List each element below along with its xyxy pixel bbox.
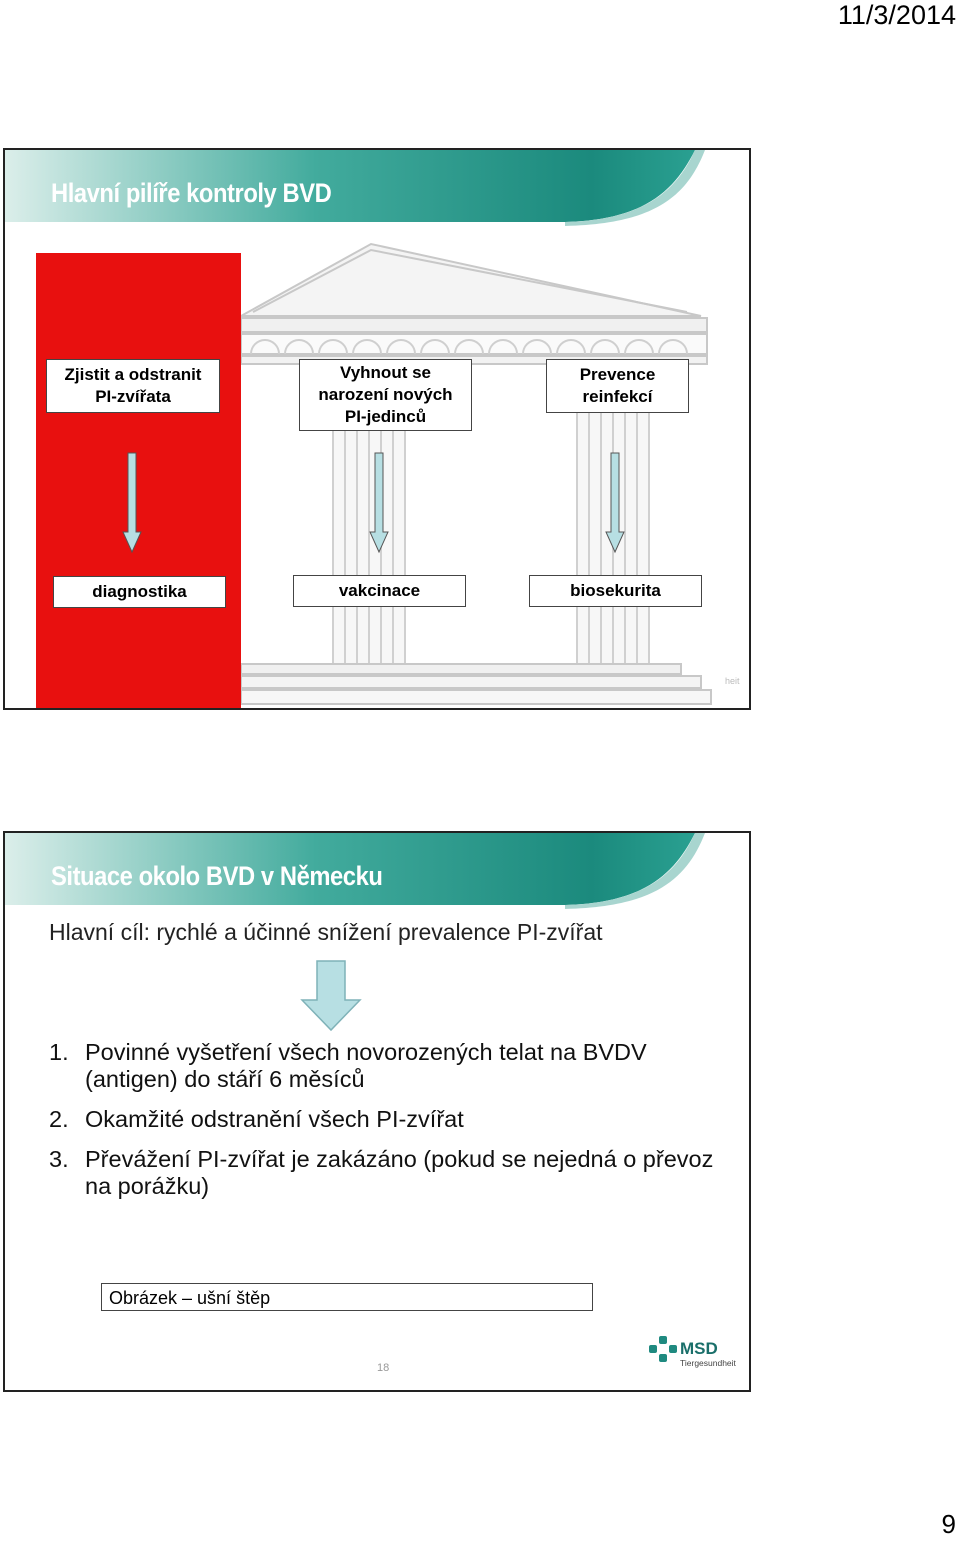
pillar-tool-1: diagnostika: [53, 576, 226, 608]
header-band: [5, 150, 705, 226]
slide-germany: Situace okolo BVD v Německu Hlavní cíl: …: [3, 831, 751, 1392]
measures-list: 1. Povinné vyšetření všech novorozených …: [49, 1039, 719, 1213]
msd-logo-icon: [649, 1336, 677, 1362]
list-item-number: 2.: [49, 1106, 69, 1132]
main-goal: Hlavní cíl: rychlé a účinné snížení prev…: [49, 919, 603, 945]
pillar-goal-3: Prevence reinfekcí: [546, 359, 689, 413]
logo-name: MSD: [680, 1339, 718, 1358]
slide-title: Situace okolo BVD v Německu: [51, 861, 383, 891]
faint-logo-text: heit: [725, 676, 740, 686]
pillar-goal-2-line-1: Vyhnout se: [340, 363, 431, 382]
pillar-goal-1-line-1: Zjistit a odstranit: [64, 365, 202, 384]
slide-pillars: Hlavní pilíře kontroly BVD: [3, 148, 751, 710]
down-arrow-icon: [300, 960, 362, 1032]
slide-number: 18: [377, 1362, 390, 1374]
list-item-text: Okamžité odstranění všech PI-zvířat: [85, 1106, 464, 1132]
page-number: 9: [941, 1509, 956, 1539]
pillar-goal-2-line-3: PI-jedinců: [344, 407, 427, 426]
image-caption: Obrázek – ušní štěp: [101, 1283, 593, 1311]
down-arrow-icon: [605, 452, 625, 554]
header-band: [5, 833, 705, 909]
pillar-goal-3-line-1: Prevence: [579, 365, 656, 384]
list-item-number: 1.: [49, 1039, 69, 1065]
pillar-tool-2: vakcinace: [293, 575, 466, 607]
list-item: 2. Okamžité odstranění všech PI-zvířat: [49, 1106, 719, 1133]
pillar-goal-2-line-2: narození nových: [318, 385, 453, 404]
down-arrow-icon: [122, 452, 142, 554]
list-item-text: Povinné vyšetření všech novorozených tel…: [85, 1039, 647, 1092]
pillar-goal-1-line-2: PI-zvířata: [95, 387, 171, 406]
page-date: 11/3/2014: [837, 0, 956, 30]
logo-subtitle: Tiergesundheit: [680, 1358, 736, 1368]
list-item: 1. Povinné vyšetření všech novorozených …: [49, 1039, 719, 1093]
temple-illustration: [241, 242, 712, 705]
pillar-goal-1: Zjistit a odstranit PI-zvířata: [46, 359, 220, 413]
slide-title: Hlavní pilíře kontroly BVD: [51, 178, 332, 208]
list-item-text: Převážení PI-zvířat je zakázáno (pokud s…: [85, 1146, 714, 1199]
list-item: 3. Převážení PI-zvířat je zakázáno (poku…: [49, 1146, 719, 1200]
pillar-goal-2: Vyhnout se narození nových PI-jedinců: [299, 359, 472, 431]
pillar-tool-3: biosekurita: [529, 575, 702, 607]
red-panel: [36, 253, 241, 708]
pillar-goal-3-line-2: reinfekcí: [582, 387, 653, 406]
list-item-number: 3.: [49, 1146, 69, 1172]
down-arrow-icon: [369, 452, 389, 554]
